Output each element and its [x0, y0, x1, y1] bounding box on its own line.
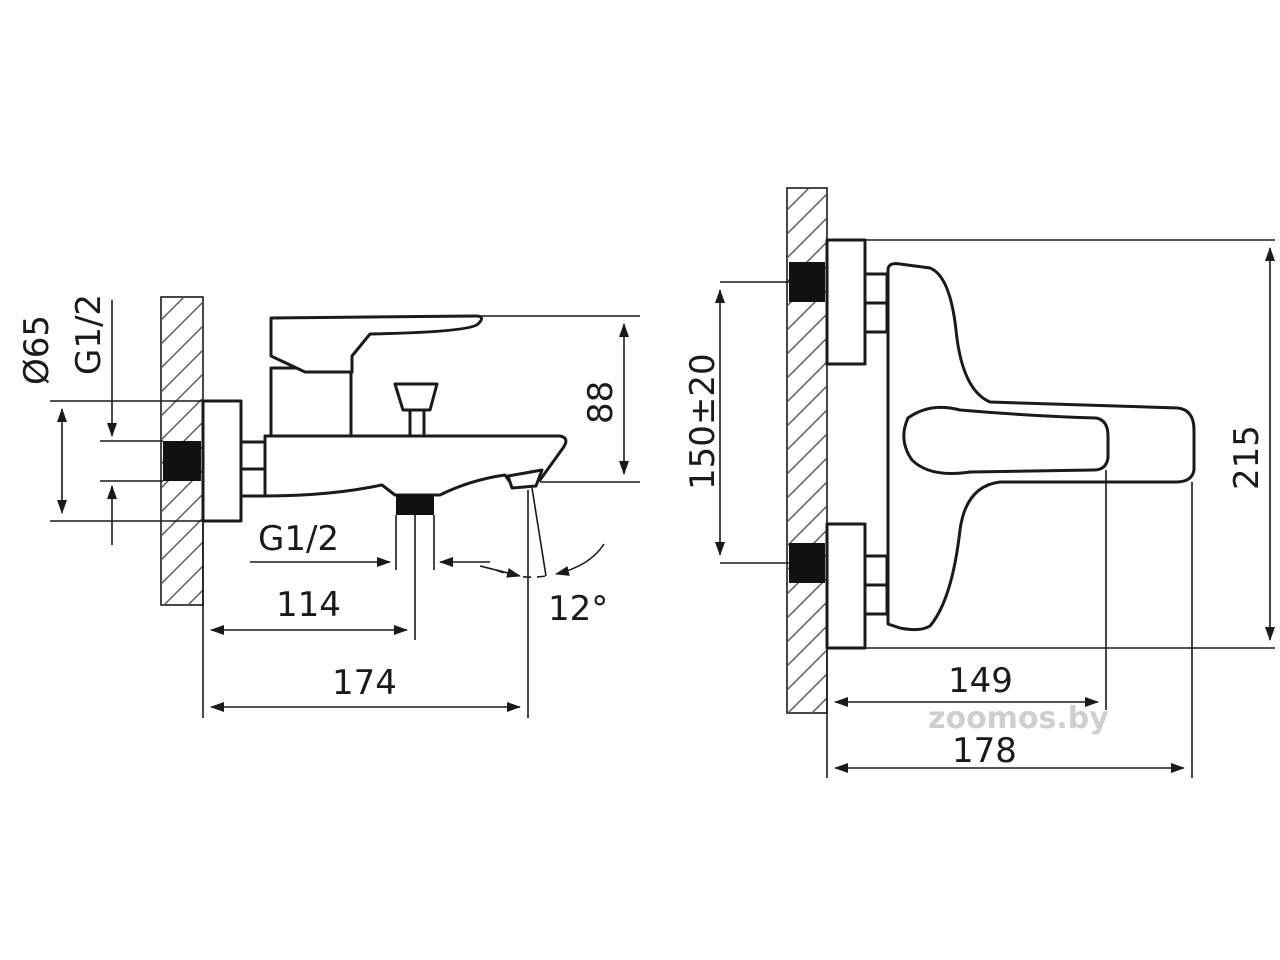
dim-angle-label: 12° [548, 589, 608, 629]
shower-outlet [396, 495, 434, 515]
wall-connector-block [163, 441, 201, 481]
dim-diameter-label: Ø65 [17, 315, 57, 385]
dim-spacing-label: 150±20 [683, 353, 723, 490]
dim-total-height-label: 215 [1227, 425, 1267, 490]
dim-total-depth-label: 178 [952, 731, 1017, 771]
aerator [506, 468, 544, 490]
side-view: Ø65 G1/2 88 G1/2 12° 114 174 [17, 294, 640, 718]
mixer-body-spout [263, 434, 568, 498]
dim-thread-outlet-label: G1/2 [258, 519, 339, 559]
wall-connector-bottom [789, 543, 825, 583]
wall-left [160, 296, 204, 606]
flange-top [825, 238, 867, 366]
flange-bottom [825, 522, 867, 650]
dim-handle-depth-label: 149 [948, 661, 1013, 701]
dim-height-label: 88 [581, 381, 621, 424]
lever-front [902, 405, 1110, 475]
diverter-knob [393, 382, 439, 412]
dim-spout-outlet-label: 114 [276, 585, 341, 625]
wall-flange [201, 399, 243, 523]
wall-connector-top [789, 262, 825, 302]
lever-handle [269, 314, 483, 374]
watermark-text: zoomos.by [928, 701, 1109, 736]
dim-thread-vertical-label: G1/2 [69, 294, 109, 375]
front-view: 150±20 215 149 178 zoomos.by [683, 187, 1275, 778]
wall-right [786, 187, 828, 714]
cartridge-housing [269, 366, 353, 438]
dim-spout-length-label: 174 [332, 663, 397, 703]
